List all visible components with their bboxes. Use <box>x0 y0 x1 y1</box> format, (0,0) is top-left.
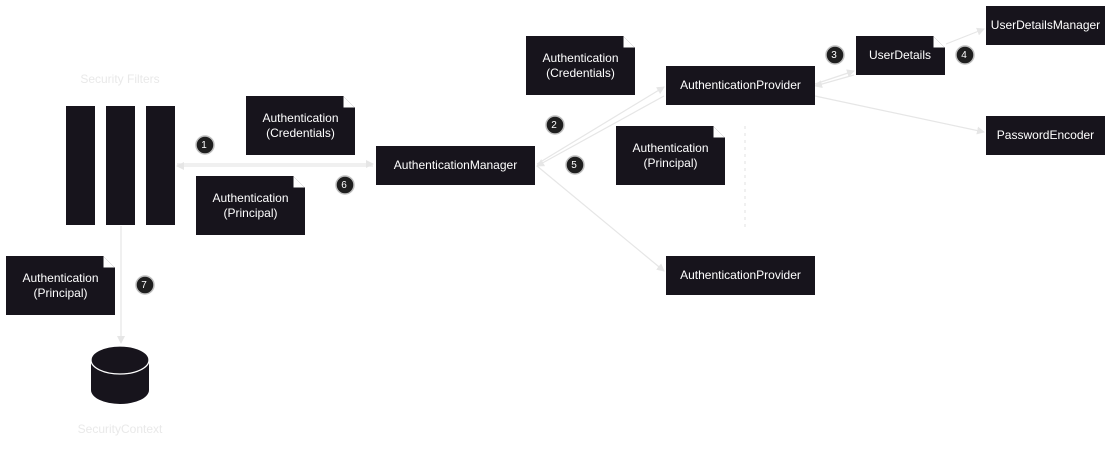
step-badge-5: 5 <box>565 155 585 175</box>
step-badge-7-number: 7 <box>141 280 147 291</box>
security-filters-label: Security Filters <box>80 72 159 86</box>
note-credentials-left-line1: Authentication <box>262 111 338 125</box>
provider-top-to-manager-arrow <box>536 95 665 167</box>
step-badge-1: 1 <box>195 135 215 155</box>
security-context-label: SecurityContext <box>78 422 163 436</box>
note-principal-left-line1: Authentication <box>212 191 288 205</box>
note-principal-context: Authentication (Principal) <box>6 256 115 315</box>
note-principal-left: Authentication (Principal) <box>196 176 305 235</box>
step-badge-1-number: 1 <box>201 140 207 151</box>
security-filter-chain <box>66 106 175 225</box>
security-filter-1 <box>66 106 95 225</box>
note-principal-context-line2: (Principal) <box>33 286 87 300</box>
note-principal-left-line2: (Principal) <box>223 206 277 220</box>
manager-to-provider-bottom-arrow <box>536 165 665 272</box>
note-credentials-left-line2: (Credentials) <box>266 126 335 140</box>
step-badge-5-number: 5 <box>571 160 577 171</box>
security-filter-2 <box>106 106 135 225</box>
note-user-details-label: UserDetails <box>869 48 931 62</box>
user-details-manager-label: UserDetailsManager <box>991 18 1100 32</box>
authentication-manager-label: AuthenticationManager <box>394 158 517 172</box>
step-badge-4-number: 4 <box>961 50 967 61</box>
security-filter-3 <box>146 106 175 225</box>
step-badge-3: 3 <box>825 45 845 65</box>
note-principal-right-line2: (Principal) <box>643 156 697 170</box>
password-encoder-box: PasswordEncoder <box>986 116 1105 155</box>
authentication-provider-bottom-box: AuthenticationProvider <box>666 256 815 295</box>
step-badge-4: 4 <box>955 45 975 65</box>
user-details-to-provider-arrow <box>814 74 855 88</box>
step-badge-6: 6 <box>335 175 355 195</box>
password-encoder-label: PasswordEncoder <box>997 128 1094 142</box>
step-badge-2: 2 <box>545 115 565 135</box>
manager-to-provider-top-arrow <box>536 86 665 165</box>
step-badge-6-number: 6 <box>341 180 347 191</box>
note-principal-context-line1: Authentication <box>22 271 98 285</box>
connectors <box>117 27 985 344</box>
authentication-provider-top-box: AuthenticationProvider <box>666 66 815 105</box>
security-context-database-icon <box>90 345 150 404</box>
note-credentials-right-line2: (Credentials) <box>546 66 615 80</box>
note-credentials-left: Authentication (Credentials) <box>246 96 355 155</box>
note-credentials-right-line1: Authentication <box>542 51 618 65</box>
provider-to-password-encoder-arrow <box>814 95 985 135</box>
note-user-details: UserDetails <box>856 36 945 75</box>
authentication-manager-box: AuthenticationManager <box>376 146 535 185</box>
authentication-provider-top-label: AuthenticationProvider <box>680 78 801 92</box>
provider-to-user-details-arrow <box>814 69 855 85</box>
note-credentials-right: Authentication (Credentials) <box>526 36 635 95</box>
authentication-provider-bottom-label: AuthenticationProvider <box>680 268 801 282</box>
note-principal-right-line1: Authentication <box>632 141 708 155</box>
user-details-manager-box: UserDetailsManager <box>986 6 1105 45</box>
step-badge-7: 7 <box>135 275 155 295</box>
note-principal-right: Authentication (Principal) <box>616 126 725 185</box>
user-details-to-manager-arrow <box>945 27 985 45</box>
step-badge-2-number: 2 <box>551 120 557 131</box>
step-badge-3-number: 3 <box>831 50 837 61</box>
